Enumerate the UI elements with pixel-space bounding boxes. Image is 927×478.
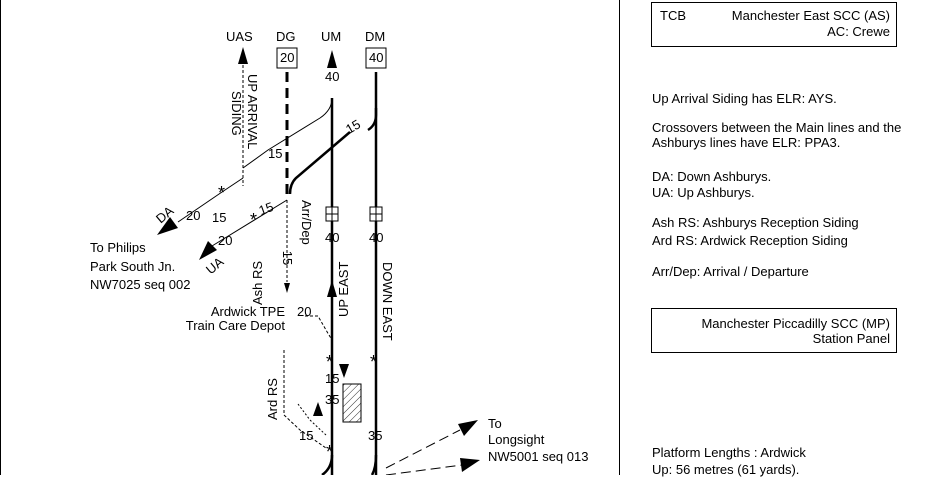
ua-line (211, 199, 288, 247)
longsight-arrow-2 (460, 458, 480, 472)
speed-um-15: 15 (325, 371, 340, 386)
speed-da-20: 20 (186, 208, 201, 223)
up-arrival-siding-label-1: UP ARRIVAL (245, 74, 260, 150)
abbr-arr: Arr/Dep: Arrival / Departure (652, 264, 809, 279)
abbr-ash: Ash RS: Ashburys Reception Siding (652, 215, 859, 230)
ardwick-platform (342, 383, 362, 423)
mp-panel-1: Manchester Piccadilly SCC (MP) (701, 316, 890, 331)
um-to-siding-line (242, 97, 333, 169)
longsight-dest-1: To (488, 416, 502, 431)
ash-rs-label: Ash RS (250, 260, 265, 305)
dg-label: DG (276, 29, 296, 44)
um-milepost: 40 (325, 69, 340, 84)
dm-crossover-hook (367, 108, 378, 132)
tcb-label: TCB (660, 8, 686, 23)
elr-note-2a: Crossovers between the Main lines and th… (652, 120, 902, 135)
asterisk-da-junction: * (218, 183, 225, 203)
platform-lengths-1: Platform Lengths : Ardwick (652, 445, 806, 460)
um-arrow-top (327, 50, 337, 68)
dg-milepost-box (276, 47, 298, 69)
depot-name-2: Train Care Depot (185, 318, 285, 333)
elr-note-2b: Ashburys lines have ELR: PPA3. (652, 135, 841, 150)
arr-dep-arrow (284, 283, 290, 293)
asterisk-um: * (326, 352, 333, 372)
speed-dm-40: 40 (369, 230, 384, 245)
abbr-ua: UA: Up Ashburys. (652, 185, 755, 200)
mp-panel-box: Manchester Piccadilly SCC (MP) Station P… (651, 308, 897, 353)
up-arrival-siding-label-2: SIDING (229, 91, 244, 136)
tcb-box: TCB Manchester East SCC (AS) AC: Crewe (651, 2, 897, 47)
longsight-line-1 (385, 429, 461, 469)
asterisk-um-bottom: * (326, 442, 333, 462)
asterisk-ua-junction: * (250, 210, 257, 230)
uas-arrow (238, 47, 248, 64)
dm-label: DM (365, 29, 386, 44)
dm-bottom-curve (370, 454, 378, 475)
um-arrow-mid (327, 280, 337, 297)
dm-milepost-box (365, 47, 387, 69)
speed-ash: 15 (280, 250, 296, 266)
depot-name-1: Ardwick TPE (210, 304, 285, 319)
dg-milepost: 20 (280, 50, 295, 65)
speed-da-15: 15 (212, 210, 227, 225)
longsight-arrow-1 (458, 420, 478, 436)
down-east-label: DOWN EAST (380, 262, 395, 341)
ard-rs-label: Ard RS (265, 378, 280, 420)
mp-panel-2: Station Panel (812, 331, 890, 346)
dm-milepost: 40 (369, 50, 384, 65)
platform-lengths-2: Up: 56 metres (61 yards). (652, 462, 800, 477)
da-arrow (157, 217, 178, 235)
speed-um-35: 35 (325, 392, 340, 407)
philips-dest-2: Park South Jn. (90, 259, 176, 274)
um-arrow-bottom (313, 402, 323, 416)
da-line (177, 191, 223, 223)
uas-label: UAS (226, 29, 253, 44)
up-east-label: UP EAST (336, 261, 351, 317)
speed-dm-35: 35 (368, 428, 383, 443)
ard-rs-line-2 (297, 403, 327, 436)
speed-depot: 20 (297, 304, 312, 319)
arr-dep-label: Arr/Dep (299, 200, 314, 245)
ua-arrow (199, 241, 217, 260)
speed-siding: 15 (268, 146, 283, 161)
longsight-line-2 (385, 464, 463, 475)
tcb-control-1: Manchester East SCC (AS) (731, 8, 890, 23)
speed-ua-20: 20 (218, 233, 233, 248)
depot-line (305, 315, 333, 341)
philips-dest-1: To Philips (90, 240, 146, 255)
philips-dest-3: NW7025 seq 002 (90, 277, 191, 292)
um-label: UM (321, 29, 342, 44)
platform-arrow (339, 364, 349, 378)
speed-um-40: 40 (325, 230, 340, 245)
longsight-dest-3: NW5001 seq 013 (488, 449, 589, 464)
um-bottom-curve (321, 454, 334, 475)
tcb-control-2: AC: Crewe (827, 24, 890, 39)
elr-note-1: Up Arrival Siding has ELR: AYS. (652, 91, 837, 106)
crossover-dm-dg (288, 131, 351, 195)
asterisk-dm: * (370, 352, 377, 372)
abbr-ard: Ard RS: Ardwick Reception Siding (652, 233, 848, 248)
speed-ard-15: 15 (299, 428, 314, 443)
longsight-dest-2: Longsight (488, 432, 545, 447)
abbr-da: DA: Down Ashburys. (652, 169, 772, 184)
da-upper-line (221, 177, 244, 193)
ard-rs-line (283, 350, 327, 449)
